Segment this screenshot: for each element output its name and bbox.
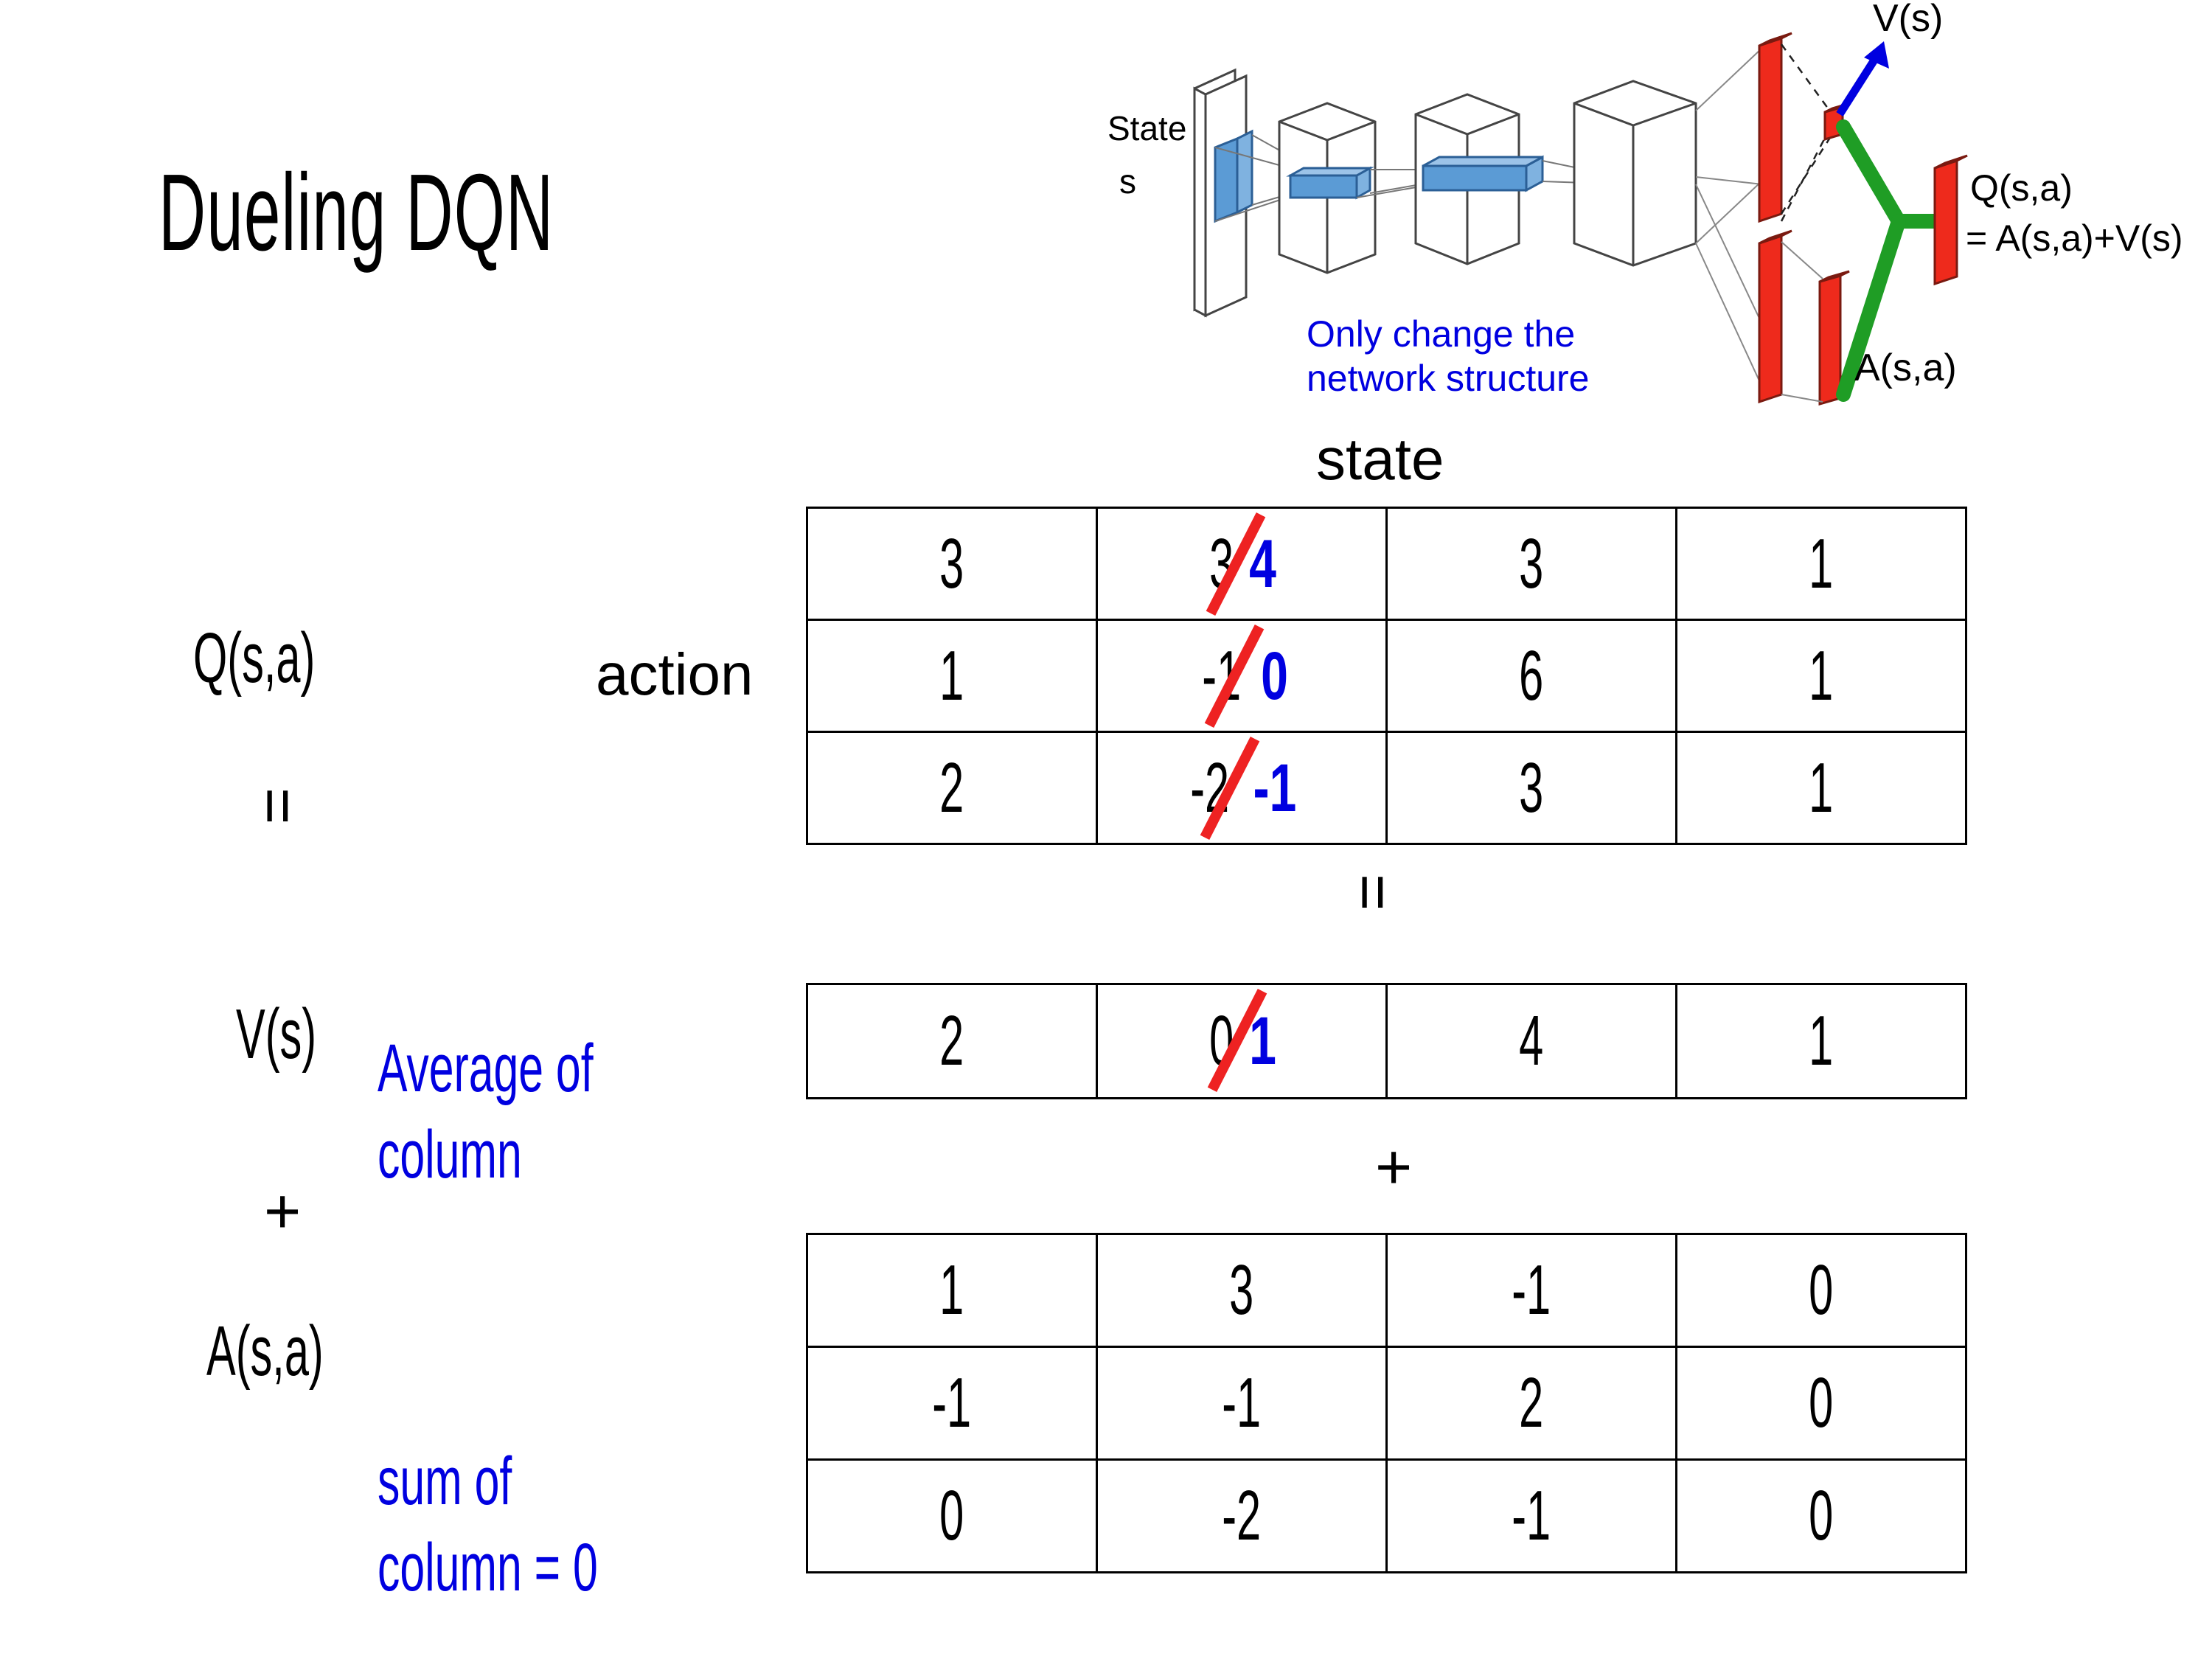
a-cell-r2c0[interactable]: 0 <box>806 1458 1098 1573</box>
q-cell-r2c3[interactable]: 1 <box>1675 731 1967 845</box>
a-cell-r1c3[interactable]: 0 <box>1675 1346 1967 1461</box>
v-value-table: 2 0 1 4 1 <box>806 983 1967 1099</box>
a-cell-r2c1[interactable]: -2 <box>1096 1458 1388 1573</box>
page-title: Dueling DQN <box>159 152 554 274</box>
state-axis-label: state <box>1316 426 1444 492</box>
diagram-v-label: V(s) <box>1873 0 1943 40</box>
q-cell-old-value: -2 <box>1190 748 1230 827</box>
q-cell-r2c2[interactable]: 3 <box>1385 731 1677 845</box>
q-value-table: 3 3 4 3 1 1 -1 0 6 1 <box>806 507 1967 845</box>
a-cell-r0c0[interactable]: 1 <box>806 1233 1098 1348</box>
a-function-label: A(s,a) <box>206 1312 324 1391</box>
q-cell-r1c2[interactable]: 6 <box>1385 619 1677 733</box>
advantage-value-table: 1 3 -1 0 -1 -1 2 0 0 -2 -1 0 <box>806 1233 1967 1573</box>
diagram-note-line2: network structure <box>1307 358 1589 399</box>
v-function-label: V(s) <box>236 995 317 1074</box>
diagram-q-label-line1: Q(s,a) <box>1970 167 2073 209</box>
a-cell-r2c3[interactable]: 0 <box>1675 1458 1967 1573</box>
q-cell-new-value: 4 <box>1249 526 1277 602</box>
q-cell-r0c2[interactable]: 3 <box>1385 507 1677 621</box>
diagram-state-label-line1: State <box>1107 109 1186 147</box>
diagram-q-label-line2: = A(s,a)+V(s) <box>1966 218 2183 259</box>
equals-sign-q-v: = <box>243 787 313 825</box>
plus-sign-v-a: + <box>264 1176 302 1247</box>
table-row: -1 -1 2 0 <box>806 1346 1967 1461</box>
annotation-average-of-column-line1: Average of <box>378 1031 594 1106</box>
a-cell-r0c2[interactable]: -1 <box>1385 1233 1677 1348</box>
table-row: 2 -2 -1 3 1 <box>806 731 1967 845</box>
diagram-a-label: A(s,a) <box>1854 347 1957 389</box>
a-cell-r1c1[interactable]: -1 <box>1096 1346 1388 1461</box>
v-cell-old-value: 0 <box>1208 1001 1234 1080</box>
v-cell-new-value: 1 <box>1249 1004 1277 1079</box>
v-cell-c1[interactable]: 0 1 <box>1096 983 1388 1099</box>
q-cell-r2c1[interactable]: -2 -1 <box>1096 731 1388 845</box>
a-cell-r0c3[interactable]: 0 <box>1675 1233 1967 1348</box>
annotation-sum-of-column-line2: column = 0 <box>378 1530 598 1605</box>
q-cell-r2c0[interactable]: 2 <box>806 731 1098 845</box>
a-cell-r2c2[interactable]: -1 <box>1385 1458 1677 1573</box>
diagram-state-label-line2: s <box>1119 162 1136 201</box>
a-cell-r1c0[interactable]: -1 <box>806 1346 1098 1461</box>
equals-sign-mid: = <box>1338 874 1408 911</box>
q-cell-r1c0[interactable]: 1 <box>806 619 1098 733</box>
q-cell-old-value: 3 <box>1208 524 1234 603</box>
v-cell-c2[interactable]: 4 <box>1385 983 1677 1099</box>
table-row: 3 3 4 3 1 <box>806 507 1967 621</box>
annotation-sum-of-column-line1: sum of <box>378 1444 512 1519</box>
plus-sign-mid: + <box>1375 1132 1413 1203</box>
q-cell-new-value: -1 <box>1253 750 1297 826</box>
annotation-average-of-column-line2: column <box>378 1117 522 1192</box>
v-cell-c3[interactable]: 1 <box>1675 983 1967 1099</box>
q-cell-r1c3[interactable]: 1 <box>1675 619 1967 733</box>
table-row: 1 -1 0 6 1 <box>806 619 1967 733</box>
q-cell-r0c3[interactable]: 1 <box>1675 507 1967 621</box>
q-function-label: Q(s,a) <box>193 619 316 698</box>
q-cell-r1c1[interactable]: -1 0 <box>1096 619 1388 733</box>
q-cell-r0c0[interactable]: 3 <box>806 507 1098 621</box>
table-row: 2 0 1 4 1 <box>806 983 1967 1099</box>
table-row: 1 3 -1 0 <box>806 1233 1967 1348</box>
action-axis-label: action <box>596 641 754 707</box>
a-cell-r1c2[interactable]: 2 <box>1385 1346 1677 1461</box>
diagram-note-line1: Only change the <box>1307 313 1575 355</box>
dueling-network-diagram: State s V(s) A(s,a) Q(s,a) = A(s,a)+V(s)… <box>1106 0 2212 428</box>
table-row: 0 -2 -1 0 <box>806 1458 1967 1573</box>
q-cell-old-value: -1 <box>1201 636 1241 715</box>
v-cell-c0[interactable]: 2 <box>806 983 1098 1099</box>
q-cell-r0c1[interactable]: 3 4 <box>1096 507 1388 621</box>
a-cell-r0c1[interactable]: 3 <box>1096 1233 1388 1348</box>
q-cell-new-value: 0 <box>1261 638 1289 714</box>
